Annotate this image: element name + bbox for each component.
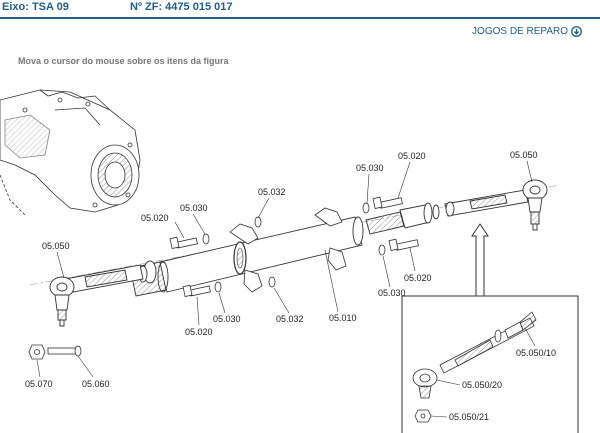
callout-05-030-left[interactable]: 05.030 (180, 203, 208, 213)
detail-box (401, 295, 579, 433)
washer-bottom[interactable] (214, 281, 222, 293)
callout-05-060[interactable]: 05.060 (82, 379, 110, 389)
header-rule (0, 17, 600, 19)
tube-clamp-bottom[interactable] (243, 247, 347, 293)
callout-05-032-bottom[interactable]: 05.032 (276, 314, 304, 324)
callout-05-030-bottom[interactable]: 05.030 (213, 314, 241, 324)
callout-05-050-10[interactable]: 05.050/10 (516, 348, 556, 358)
callout-05-070[interactable]: 05.070 (25, 379, 53, 389)
callout-05-020-top[interactable]: 05.020 (398, 151, 426, 161)
repair-kits-link[interactable]: JOGOS DE REPARO (472, 26, 582, 37)
bolt-right[interactable] (388, 238, 419, 251)
repair-kits-label: JOGOS DE REPARO (472, 26, 568, 37)
callout-05-010[interactable]: 05.010 (329, 313, 357, 323)
callout-05-050-right[interactable]: 05.050 (510, 150, 538, 160)
nut-top[interactable] (254, 216, 262, 228)
bolt-left[interactable] (169, 236, 198, 249)
tube-clamp-top[interactable] (229, 207, 343, 245)
washer-right[interactable] (378, 244, 386, 256)
right-ball-joint-shaft[interactable] (444, 189, 529, 217)
nut-bottom[interactable] (268, 276, 276, 288)
washer-left[interactable] (202, 233, 210, 245)
zf-number: Nº ZF: 4475 015 017 (130, 1, 233, 13)
callout-05-020-left[interactable]: 05.020 (141, 213, 169, 223)
instruction-text: Mova o cursor do mouse sobre os itens da… (18, 56, 229, 66)
detail-ball-joint-05-050-20[interactable] (412, 368, 438, 399)
leader-lines (36, 160, 533, 378)
header-bar: Eixo: TSA 09 Nº ZF: 4475 015 017 (0, 0, 600, 19)
callout-05-050-20[interactable]: 05.050/20 (462, 380, 502, 390)
circle-arrow-down-icon (571, 26, 582, 37)
nut-05-070[interactable] (28, 344, 46, 360)
right-collar[interactable] (365, 202, 440, 235)
callout-05-050-21[interactable]: 05.050/21 (449, 412, 489, 422)
detail-nut-05-050-21[interactable] (414, 409, 432, 423)
axle-housing (0, 89, 141, 216)
bolt-bottom[interactable] (182, 284, 211, 297)
callout-05-050-left[interactable]: 05.050 (42, 241, 70, 251)
callout-05-030-right[interactable]: 05.030 (378, 288, 406, 298)
detail-callout-arrow (471, 223, 489, 297)
left-ball-joint-shaft[interactable] (64, 264, 144, 294)
axle-title: Eixo: TSA 09 (2, 1, 69, 13)
pin-05-060[interactable] (47, 345, 82, 357)
left-ball-joint[interactable] (49, 276, 75, 327)
right-ball-joint[interactable] (522, 179, 548, 231)
bolt-top[interactable] (372, 196, 403, 209)
detail-shaft-05-050-10[interactable] (439, 311, 537, 374)
callout-05-032-top[interactable]: 05.032 (258, 187, 286, 197)
callout-05-020-right[interactable]: 05.020 (404, 273, 432, 283)
washer-top[interactable] (362, 202, 370, 214)
callout-05-030-top[interactable]: 05.030 (356, 163, 384, 173)
callout-05-020-bottom[interactable]: 05.020 (185, 327, 213, 337)
